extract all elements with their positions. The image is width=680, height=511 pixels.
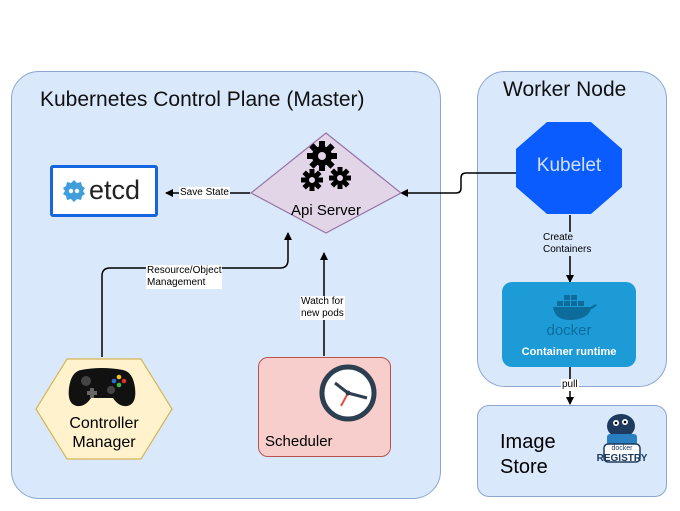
image-store-label: Image Store: [500, 430, 556, 480]
worker-node-title: Worker Node: [503, 78, 627, 101]
watch-pods-label: Watch for new pods: [300, 296, 345, 320]
save-state-label: Save State: [179, 187, 230, 199]
api-server-label: Api Server: [290, 202, 362, 219]
edge-resource-management: [101, 232, 292, 357]
watch-label-line1: Watch for: [301, 296, 344, 307]
etcd-icon: [63, 180, 85, 202]
docker-registry-icon: [603, 414, 641, 463]
api-server-node[interactable]: [250, 132, 402, 234]
docker-whale-icon: [553, 295, 597, 320]
create-label-line2: Containers: [543, 244, 592, 255]
resource-label-line2: Management: [147, 277, 206, 288]
resource-management-label: Resource/Object Management: [146, 265, 223, 289]
create-label-line1: Create: [543, 232, 574, 243]
gamepad-icon: [68, 368, 136, 407]
registry-text: REGISTRY: [596, 453, 648, 464]
resource-label-line1: Resource/Object: [147, 265, 222, 276]
docker-logo-text: docker: [546, 322, 592, 339]
container-runtime-label: Container runtime: [521, 346, 617, 358]
kubelet-label: Kubelet: [536, 155, 602, 176]
etcd-label: etcd: [89, 175, 141, 205]
create-containers-label: Create Containers: [542, 232, 593, 256]
etcd-node[interactable]: etcd: [50, 165, 158, 217]
gears-icon: [301, 141, 351, 191]
image-store-line2: Store: [500, 456, 548, 478]
registry-small-text: docker: [611, 445, 633, 452]
controller-manager-label: Controller Manager: [44, 414, 164, 452]
clock-icon: [319, 364, 377, 422]
control-plane-title: Kubernetes Control Plane (Master): [40, 88, 365, 111]
controller-label-line2: Manager: [72, 434, 136, 451]
kubelet-node[interactable]: [515, 121, 623, 215]
scheduler-label: Scheduler: [265, 433, 333, 450]
edge-kubelet-api: [400, 172, 517, 197]
pull-label: pull: [561, 379, 579, 391]
watch-label-line2: new pods: [301, 308, 344, 319]
image-store-line1: Image: [500, 431, 556, 453]
controller-label-line1: Controller: [69, 415, 139, 432]
